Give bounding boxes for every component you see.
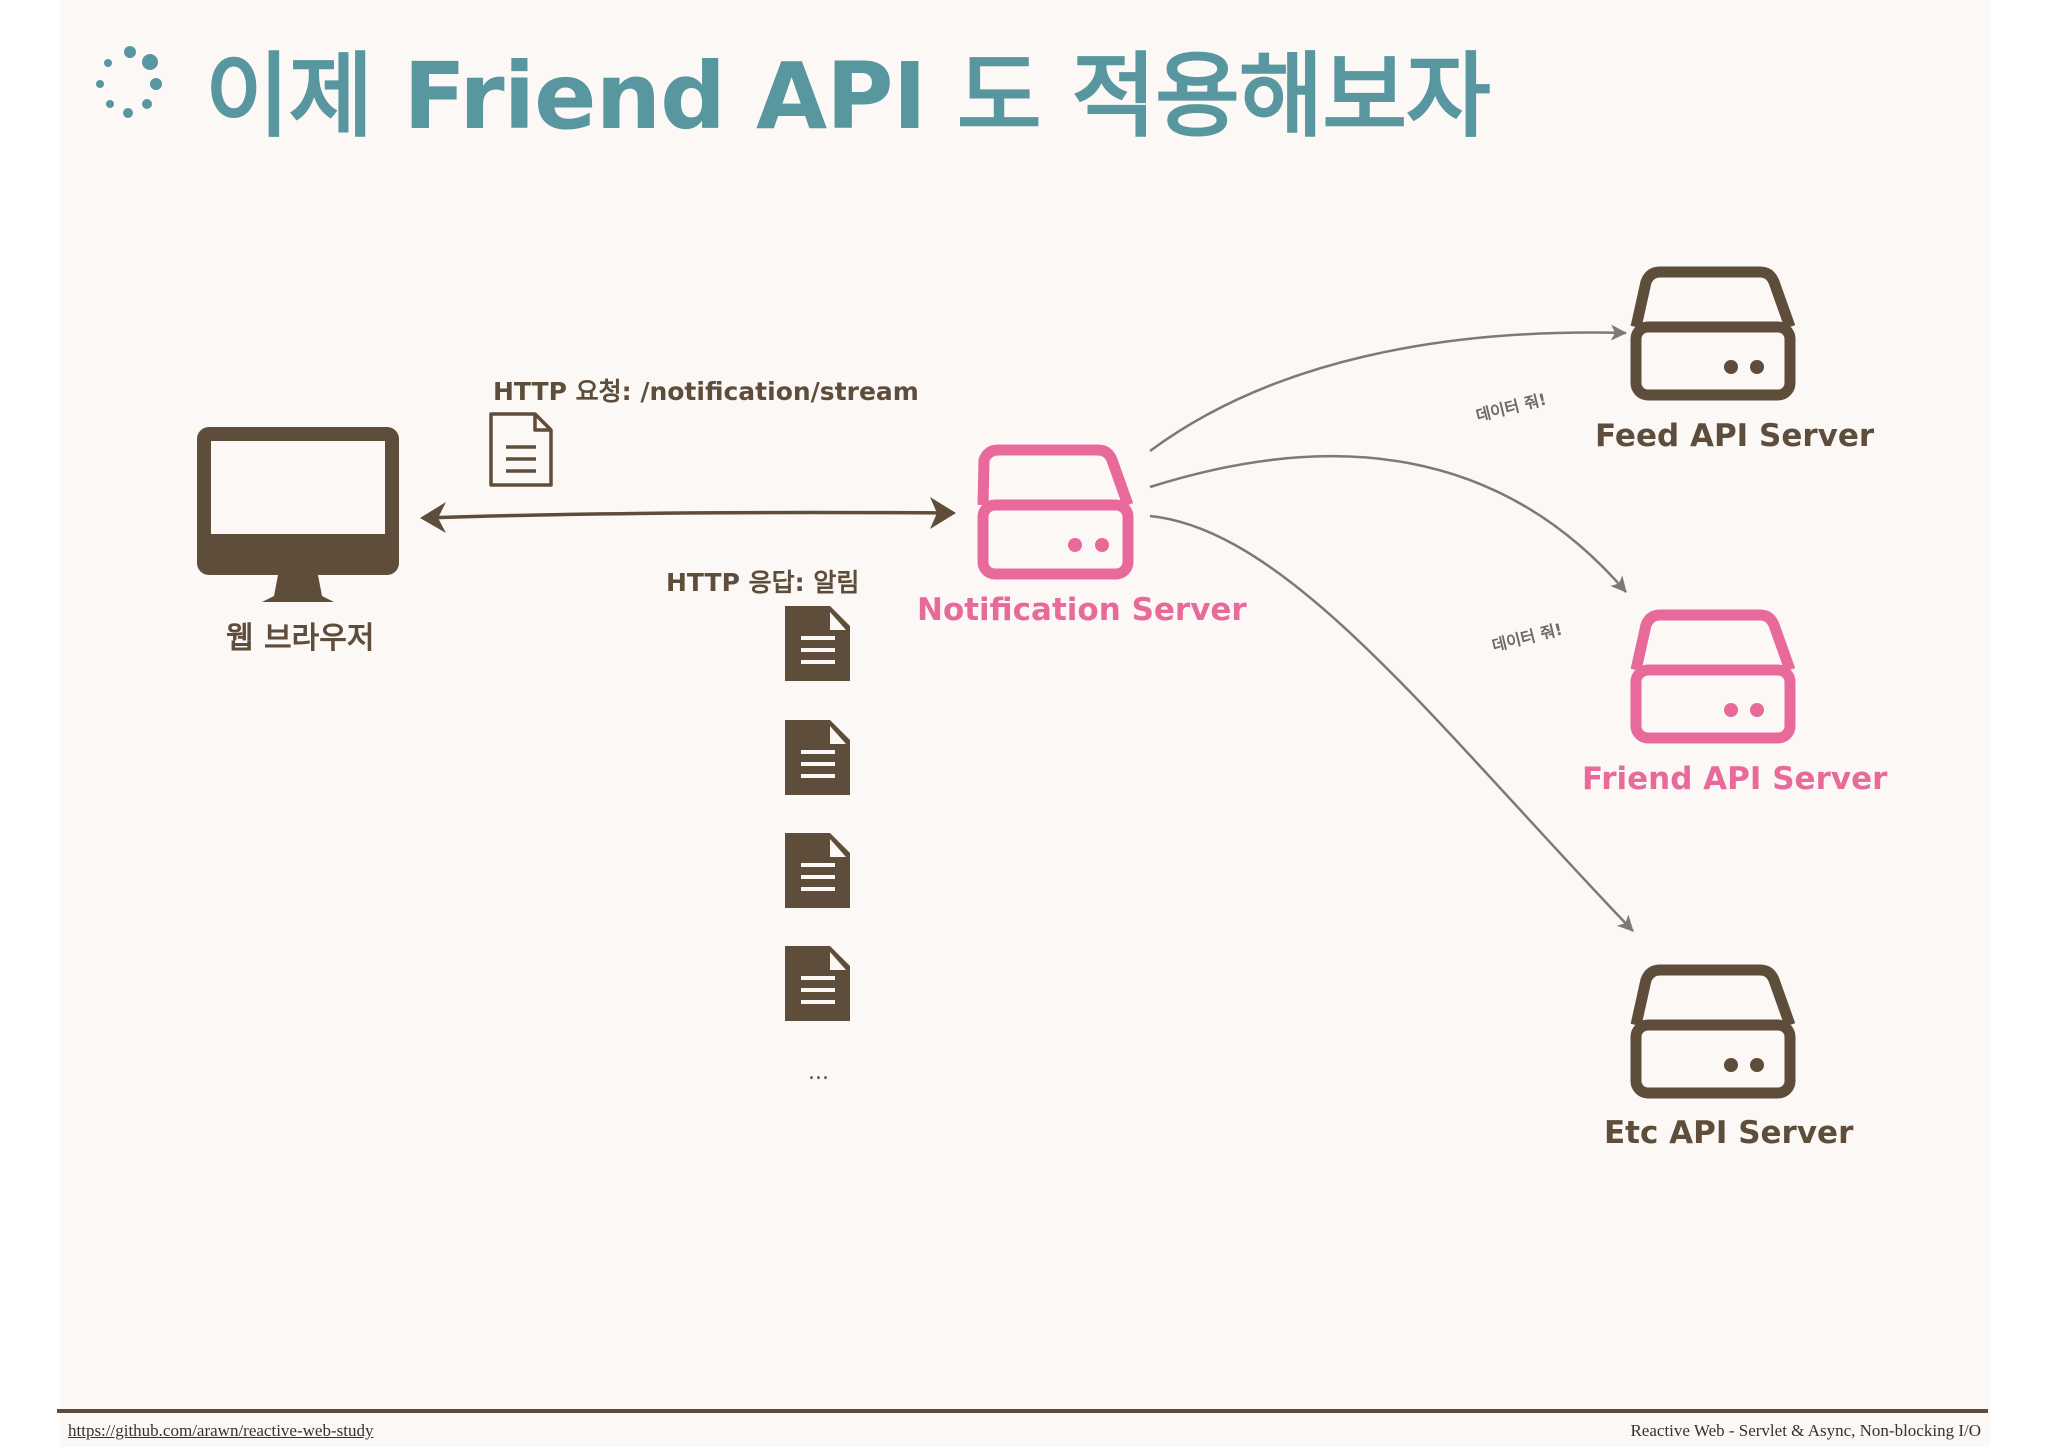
feed-server-label: Feed API Server <box>1595 418 1875 454</box>
http-request-label: HTTP 요청: /notification/stream <box>493 377 919 406</box>
slide-background <box>60 0 1990 1447</box>
friend-server-icon <box>1630 609 1796 744</box>
footer-github-link[interactable]: https://github.com/arawn/reactive-web-st… <box>68 1421 374 1440</box>
notification-server-icon <box>977 444 1134 580</box>
notification-server-led <box>1068 538 1082 552</box>
footer-divider <box>57 1409 1988 1413</box>
request-document-icon <box>489 412 553 487</box>
feed-server-led <box>1750 360 1764 374</box>
feed-server-led <box>1724 360 1738 374</box>
etc-server-led <box>1724 1058 1738 1072</box>
friend-server-label: Friend API Server <box>1582 761 1888 797</box>
title-spinner-icon <box>96 46 162 118</box>
left-arrowhead <box>420 502 446 533</box>
http-connection-arrow <box>422 510 954 520</box>
response-document-icon <box>785 720 850 795</box>
http-response-label: HTTP 응답: 알림 <box>666 568 860 597</box>
response-ellipsis: ... <box>808 1060 829 1085</box>
page-title: 이제 Friend API 도 적용해보자 <box>205 43 1491 150</box>
right-arrowhead <box>930 497 956 529</box>
friend-request-arrow <box>1149 454 1627 593</box>
response-document-icon <box>785 606 850 681</box>
response-document-icon <box>785 833 850 908</box>
notification-server-led <box>1095 538 1109 552</box>
etc-server-label: Etc API Server <box>1604 1115 1854 1151</box>
feed-server-icon <box>1630 266 1796 401</box>
web-browser-label: 웹 브라우저 <box>226 621 375 656</box>
etc-request-arrow <box>1149 514 1634 932</box>
monitor-icon <box>197 427 399 602</box>
etc-server-icon <box>1630 964 1796 1099</box>
friend-server-led <box>1724 703 1738 717</box>
friend-server-led <box>1750 703 1764 717</box>
etc-server-led <box>1750 1058 1764 1072</box>
notification-server-label: Notification Server <box>917 592 1247 628</box>
footer-caption: Reactive Web - Servlet & Async, Non-bloc… <box>1630 1421 1981 1440</box>
response-document-icon <box>785 946 850 1021</box>
feed-request-arrow <box>1149 324 1627 453</box>
